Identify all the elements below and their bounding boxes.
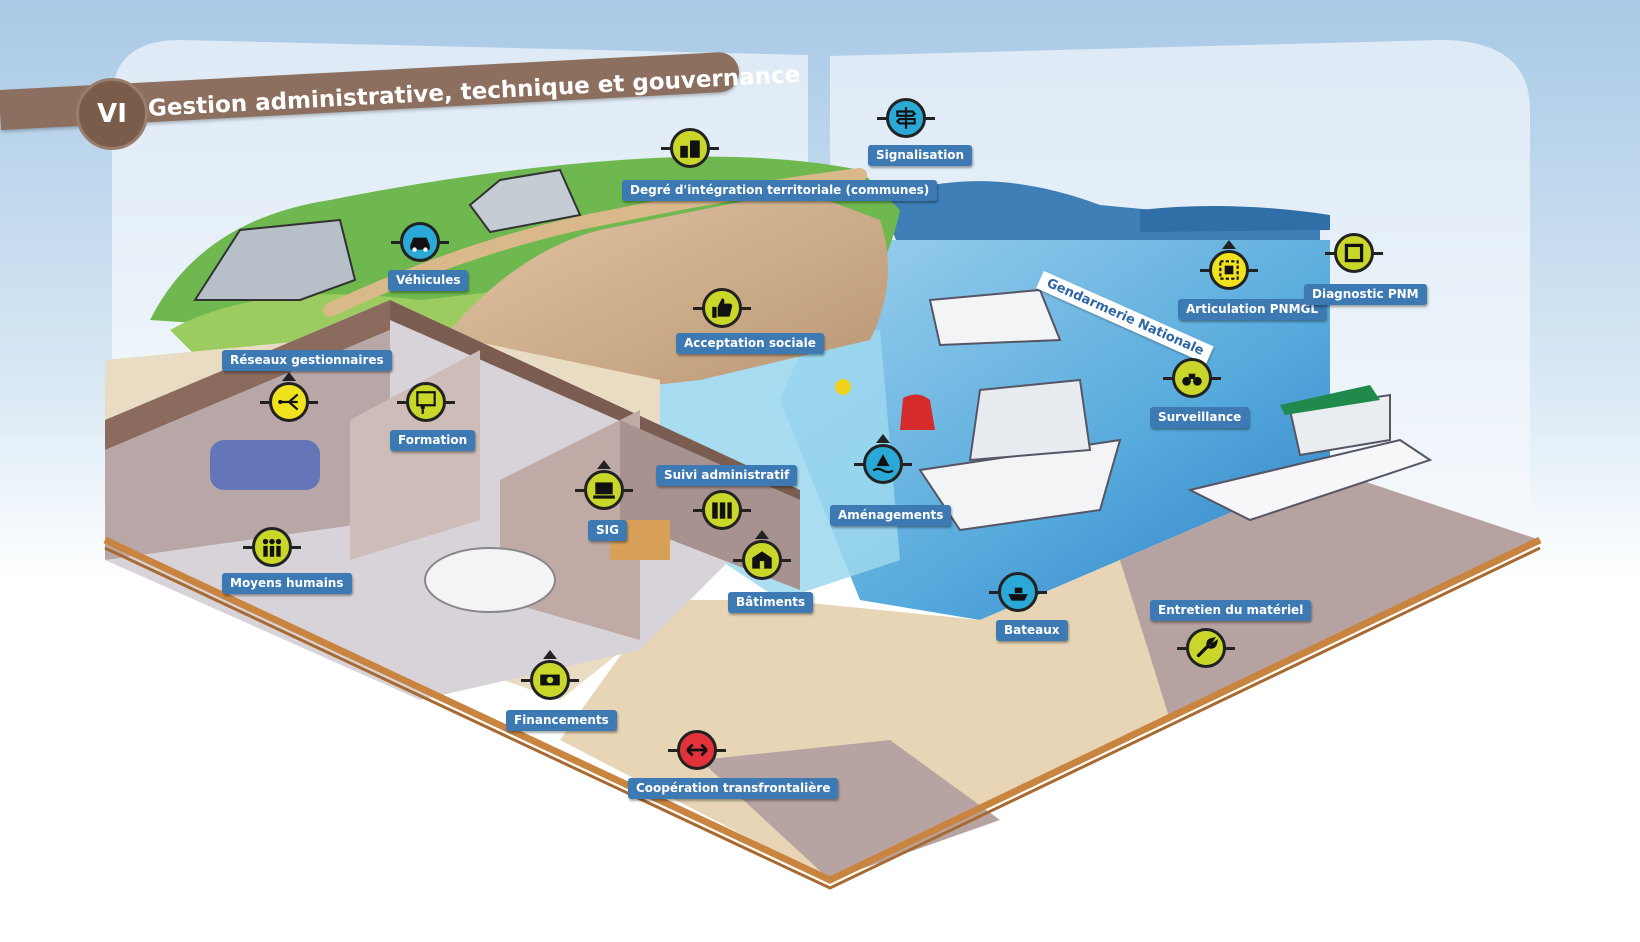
- pointer-triangle: [543, 650, 557, 659]
- pointer-triangle: [876, 434, 890, 443]
- people-icon: [243, 527, 301, 567]
- label-signalisation: Signalisation: [868, 145, 973, 166]
- label-formation: Formation: [390, 430, 476, 451]
- signpost-icon: [877, 98, 935, 138]
- wrench-icon: [1177, 628, 1235, 668]
- label-vehicules: Véhicules: [388, 270, 469, 291]
- label-bateaux: Bateaux: [996, 620, 1068, 641]
- teacher-icon: [397, 382, 455, 422]
- pointer-triangle: [597, 460, 611, 469]
- network-icon: [260, 382, 318, 422]
- section-banner: VI Gestion administrative, technique et …: [0, 51, 801, 150]
- label-acceptation: Acceptation sociale: [676, 333, 824, 354]
- label-diagnostic: Diagnostic PNM: [1304, 284, 1427, 305]
- boat-icon: [989, 572, 1047, 612]
- computer-icon: [575, 470, 633, 510]
- label-financements: Financements: [506, 710, 617, 731]
- label-suivi: Suivi administratif: [656, 465, 798, 486]
- label-amenagements: Aménagements: [830, 505, 952, 526]
- binders-icon: [693, 490, 751, 530]
- label-surveillance: Surveillance: [1150, 407, 1250, 428]
- label-moyens: Moyens humains: [222, 573, 352, 594]
- town-icon: [661, 128, 719, 168]
- label-sig: SIG: [588, 520, 627, 541]
- map-frame-icon: [1200, 250, 1258, 290]
- section-number-badge: VI: [76, 78, 148, 150]
- pointer-triangle: [755, 530, 769, 539]
- car-icon: [391, 222, 449, 262]
- label-articulation: Articulation PNMGL: [1178, 299, 1327, 320]
- binoculars-icon: [1163, 358, 1221, 398]
- thumbs-up-icon: [693, 288, 751, 328]
- buoy-icon: [854, 444, 912, 484]
- label-reseaux: Réseaux gestionnaires: [222, 350, 392, 371]
- double-arrow-icon: [668, 730, 726, 770]
- label-batiments: Bâtiments: [728, 592, 814, 613]
- label-cooperation: Coopération transfrontalière: [628, 778, 839, 799]
- building-icon: [733, 540, 791, 580]
- pointer-triangle: [282, 372, 296, 381]
- label-integration: Degré d'intégration territoriale (commun…: [622, 180, 938, 201]
- label-entretien: Entretien du matériel: [1150, 600, 1312, 621]
- square-frame-icon: [1325, 233, 1383, 273]
- pointer-triangle: [1222, 240, 1236, 249]
- money-icon: [521, 660, 579, 700]
